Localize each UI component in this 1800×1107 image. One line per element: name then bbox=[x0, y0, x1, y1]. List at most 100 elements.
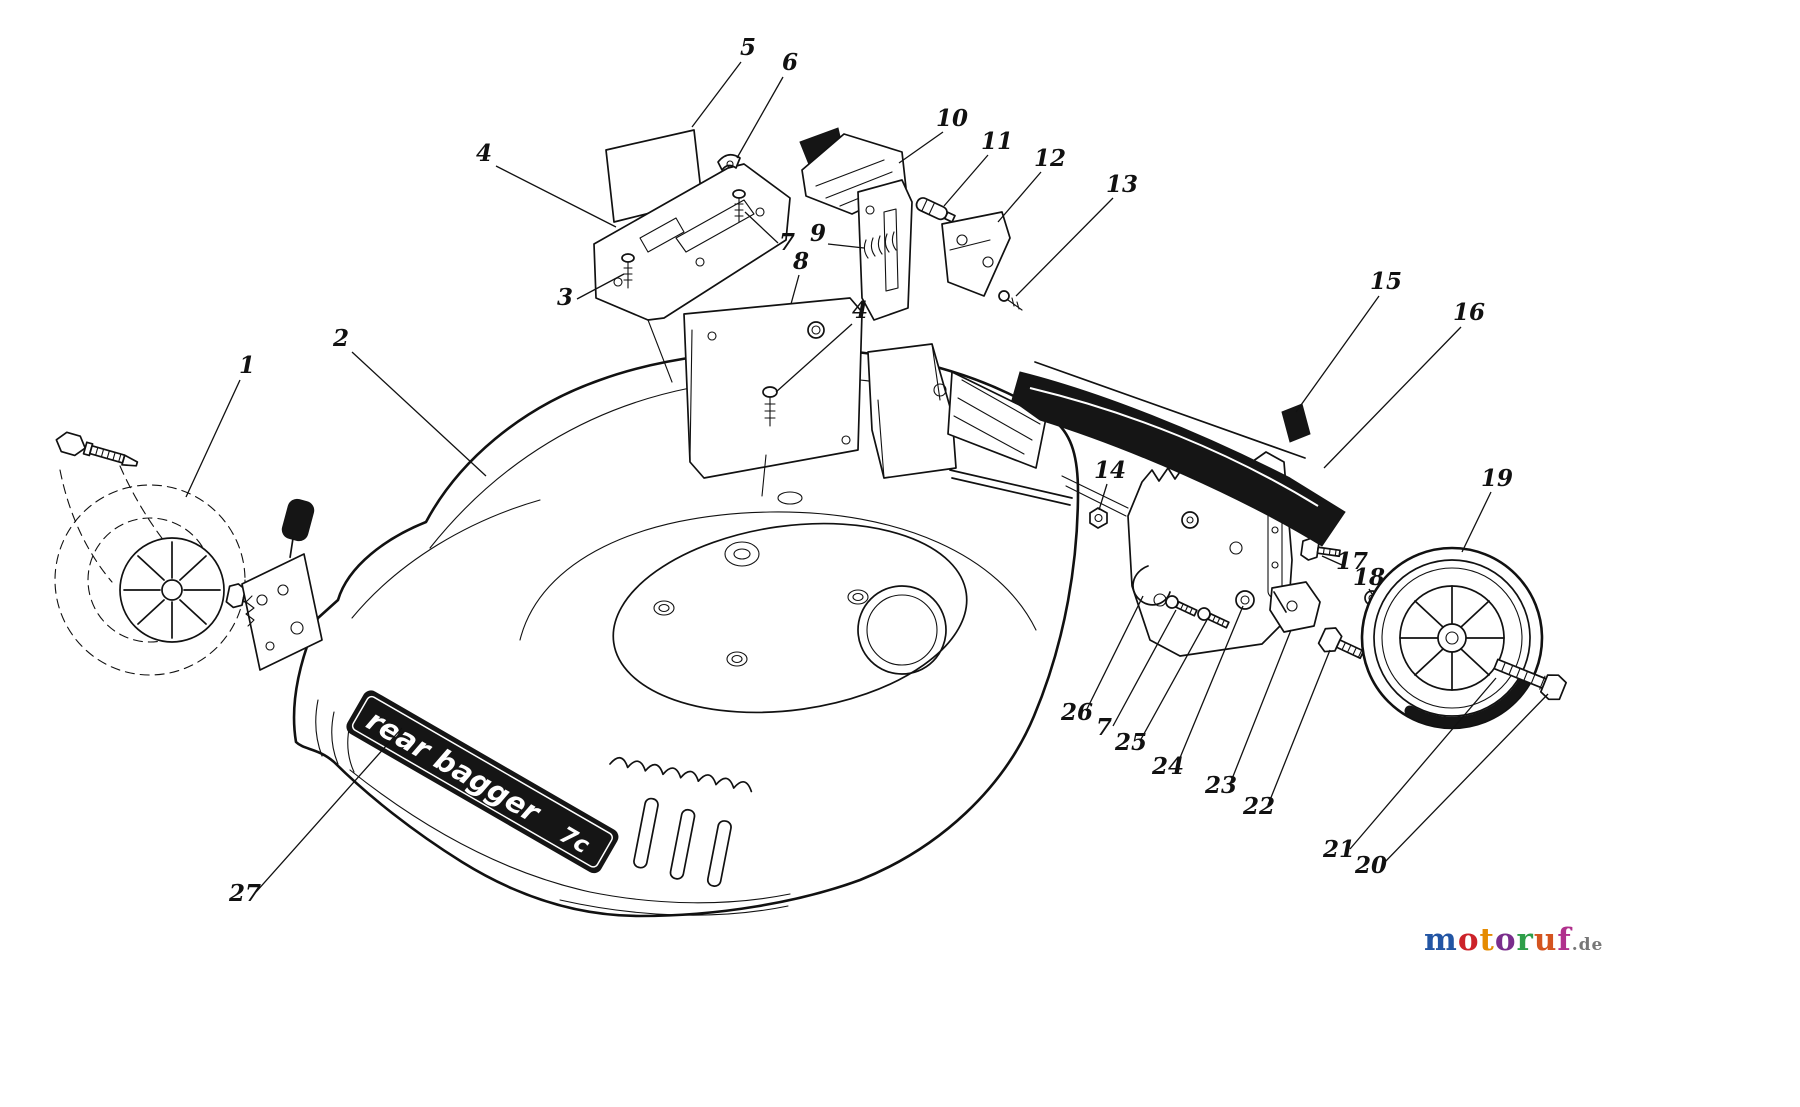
spacer-11 bbox=[915, 197, 956, 223]
callout-label-8: 8 bbox=[792, 248, 809, 275]
callout-label-26: 26 bbox=[1060, 699, 1093, 726]
upper-plate-assembly bbox=[593, 129, 791, 383]
callout-label-16: 16 bbox=[1453, 299, 1485, 326]
callout-label-23: 23 bbox=[1204, 772, 1237, 799]
watermark-letter-u: u bbox=[1533, 922, 1558, 958]
callout-label-20: 20 bbox=[1354, 852, 1387, 879]
callout-label-25: 25 bbox=[1114, 729, 1147, 756]
callout-label-2: 2 bbox=[332, 325, 349, 352]
callout-leader-26 bbox=[1085, 595, 1144, 712]
rear-mount bbox=[867, 343, 1129, 517]
screw-3 bbox=[621, 253, 635, 289]
callout-leader-15 bbox=[1295, 295, 1380, 413]
watermark-letter-o: o bbox=[1494, 922, 1517, 958]
watermark-letter-m: m bbox=[1424, 922, 1458, 958]
callout-label-12: 12 bbox=[1034, 145, 1066, 172]
left-height-bracket bbox=[241, 498, 323, 671]
callout-label-14: 14 bbox=[1094, 457, 1126, 484]
callout-label-27: 27 bbox=[228, 880, 261, 907]
callout-label-10: 10 bbox=[936, 105, 968, 132]
callout-leader-22 bbox=[1267, 649, 1331, 806]
callout-label-3: 3 bbox=[557, 284, 573, 311]
washer-24 bbox=[1235, 590, 1255, 610]
callout-label-7: 7 bbox=[1096, 714, 1112, 741]
callout-leader-2 bbox=[351, 351, 487, 477]
watermark-letter-o: o bbox=[1457, 922, 1480, 958]
clip-15 bbox=[1281, 403, 1311, 443]
callout-leader-21 bbox=[1349, 677, 1497, 850]
deflector-assembly bbox=[1011, 361, 1346, 547]
nut-14 bbox=[1089, 507, 1108, 529]
callout-leader-27 bbox=[255, 727, 403, 893]
deflector-16 bbox=[1011, 371, 1346, 547]
right-wheel-hub bbox=[1399, 585, 1505, 691]
watermark-letter-r: r bbox=[1516, 922, 1534, 958]
callout-leader-9 bbox=[827, 243, 865, 249]
phantom-tire bbox=[54, 484, 246, 676]
bolt-13 bbox=[998, 290, 1023, 311]
watermark-logo[interactable]: motoruf.de bbox=[1424, 922, 1603, 958]
watermark-word: motoruf bbox=[1424, 922, 1572, 958]
callout-label-5: 5 bbox=[740, 34, 756, 61]
left-wheel-hub bbox=[119, 537, 225, 643]
callout-label-13: 13 bbox=[1106, 171, 1138, 198]
callout-label-4: 4 bbox=[852, 297, 868, 324]
callout-leader-24 bbox=[1176, 605, 1244, 766]
callout-label-17: 17 bbox=[1336, 548, 1368, 575]
callout-label-11: 11 bbox=[981, 128, 1013, 155]
callout-label-7: 7 bbox=[779, 229, 795, 256]
callout-label-22: 22 bbox=[1242, 793, 1275, 820]
front-skirt bbox=[609, 757, 753, 887]
callout-leader-3 bbox=[576, 273, 625, 300]
left-wheel-assembly bbox=[54, 431, 323, 676]
callout-label-24: 24 bbox=[1151, 753, 1184, 780]
screw-7-lower bbox=[1165, 595, 1198, 617]
watermark-letter-f: f bbox=[1557, 922, 1572, 958]
callout-label-18: 18 bbox=[1353, 564, 1385, 591]
callout-leader-4 bbox=[775, 323, 853, 393]
rear-axle-bolt bbox=[1493, 658, 1567, 701]
callout-leader-13 bbox=[1015, 197, 1114, 297]
gusset-plate-12 bbox=[941, 211, 1011, 297]
callout-label-15: 15 bbox=[1370, 268, 1402, 295]
side-bracket-9 bbox=[857, 179, 913, 321]
callout-leader-6 bbox=[736, 76, 784, 159]
front-axle-bolt bbox=[55, 431, 139, 467]
callout-leader-23 bbox=[1229, 629, 1292, 785]
callout-leader-18 bbox=[1368, 588, 1373, 595]
height-lever-knob bbox=[281, 498, 315, 559]
callout-label-6: 6 bbox=[782, 49, 798, 76]
callout-leader-25 bbox=[1139, 617, 1209, 742]
watermark-suffix: .de bbox=[1571, 935, 1604, 955]
clip-6 bbox=[717, 153, 741, 171]
callout-leader-17 bbox=[1321, 555, 1343, 566]
cam-plate-23 bbox=[1269, 581, 1321, 633]
callout-leader-8 bbox=[790, 274, 800, 305]
screw-7-upper bbox=[732, 189, 746, 223]
callout-label-21: 21 bbox=[1322, 836, 1355, 863]
deck-opening bbox=[612, 491, 968, 714]
callout-leader-16 bbox=[1323, 326, 1462, 469]
callout-label-19: 19 bbox=[1481, 465, 1513, 492]
callout-label-4: 4 bbox=[476, 140, 492, 167]
lever-26 bbox=[1132, 565, 1171, 606]
right-wheel-assembly bbox=[1360, 546, 1567, 730]
callout-leader-20 bbox=[1381, 693, 1549, 866]
watermark-letter-t: t bbox=[1479, 922, 1495, 958]
callout-leader-12 bbox=[997, 171, 1042, 223]
callout-leader-19 bbox=[1461, 491, 1492, 553]
callout-label-9: 9 bbox=[810, 220, 826, 247]
callout-label-1: 1 bbox=[239, 352, 255, 379]
callout-leader-11 bbox=[943, 154, 989, 207]
callout-leader-10 bbox=[898, 131, 944, 164]
callout-leader-4 bbox=[495, 165, 617, 228]
callout-leader-7 bbox=[1112, 609, 1177, 727]
callout-leader-5 bbox=[691, 61, 742, 128]
screw-4 bbox=[762, 386, 778, 427]
screw-25 bbox=[1197, 607, 1230, 629]
callout-leader-7 bbox=[744, 211, 779, 244]
callout-leader-14 bbox=[1098, 483, 1108, 511]
